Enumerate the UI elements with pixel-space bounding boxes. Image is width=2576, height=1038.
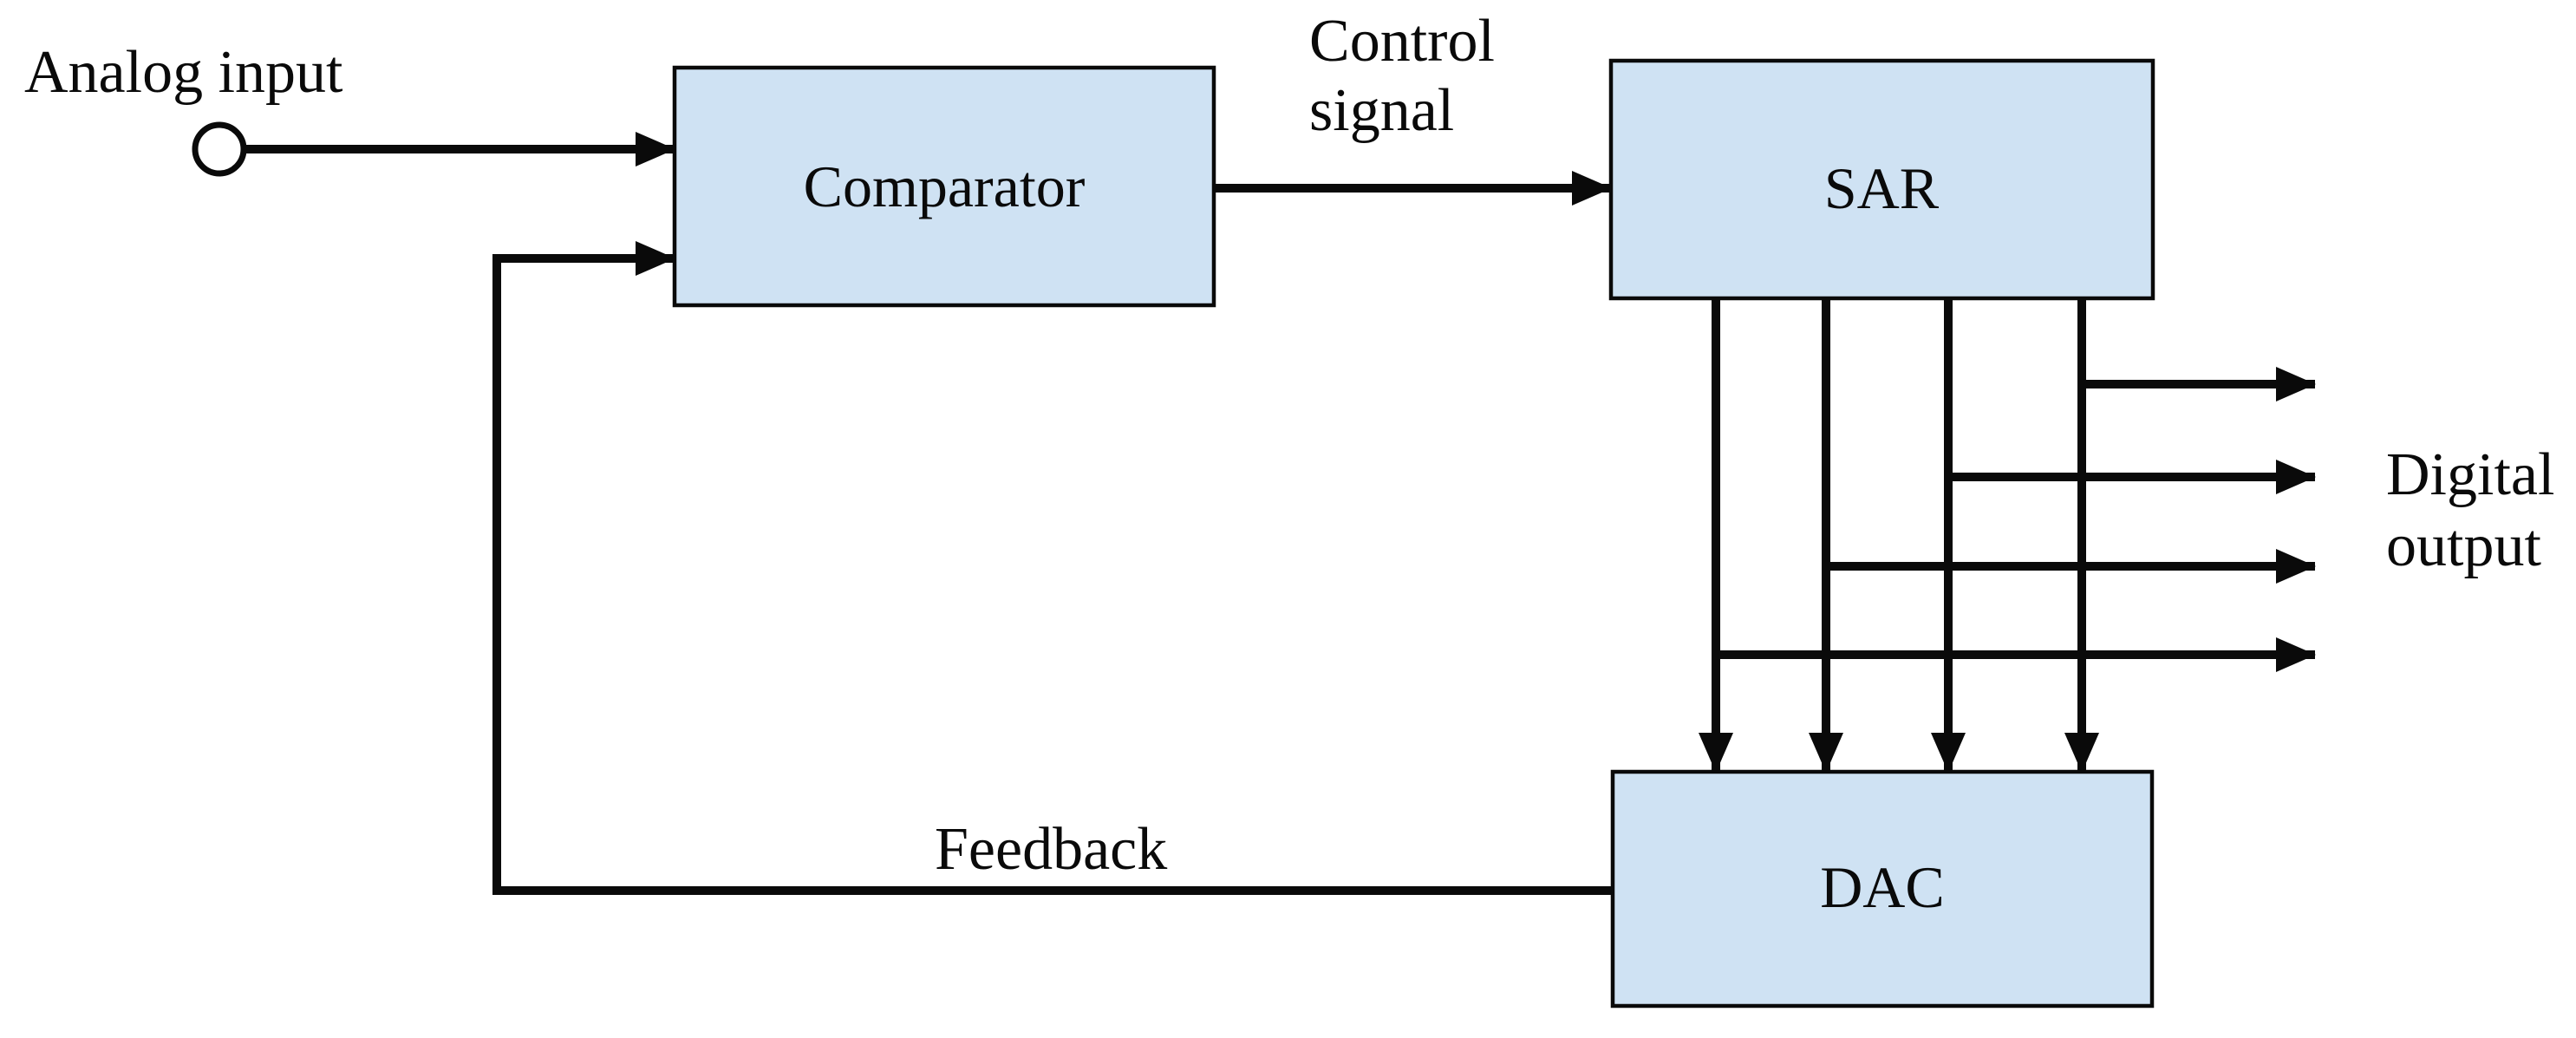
dac-label: DAC bbox=[1820, 854, 1945, 920]
sar-block bbox=[1608, 58, 2155, 301]
feedback-label: Feedback bbox=[935, 816, 1167, 883]
comparator-block bbox=[672, 65, 1216, 308]
analog-input-label: Analog input bbox=[24, 39, 343, 106]
blocks-layer bbox=[672, 58, 2155, 1009]
sar-label: SAR bbox=[1824, 155, 1940, 221]
dac-block bbox=[1610, 769, 2155, 1009]
control-signal-label-line1: Control bbox=[1309, 8, 1495, 75]
feedback-arrow bbox=[492, 241, 1613, 895]
control-signal-label-line2: signal bbox=[1309, 77, 1454, 144]
text-layer: Analog input Control signal Comparator S… bbox=[24, 8, 2554, 920]
digital-output-label-line1: Digital bbox=[2386, 441, 2554, 508]
analog-input-terminal bbox=[192, 121, 247, 177]
connector-lines bbox=[192, 121, 2316, 895]
digital-output-label-line2: output bbox=[2386, 512, 2541, 579]
comparator-label: Comparator bbox=[804, 153, 1086, 219]
